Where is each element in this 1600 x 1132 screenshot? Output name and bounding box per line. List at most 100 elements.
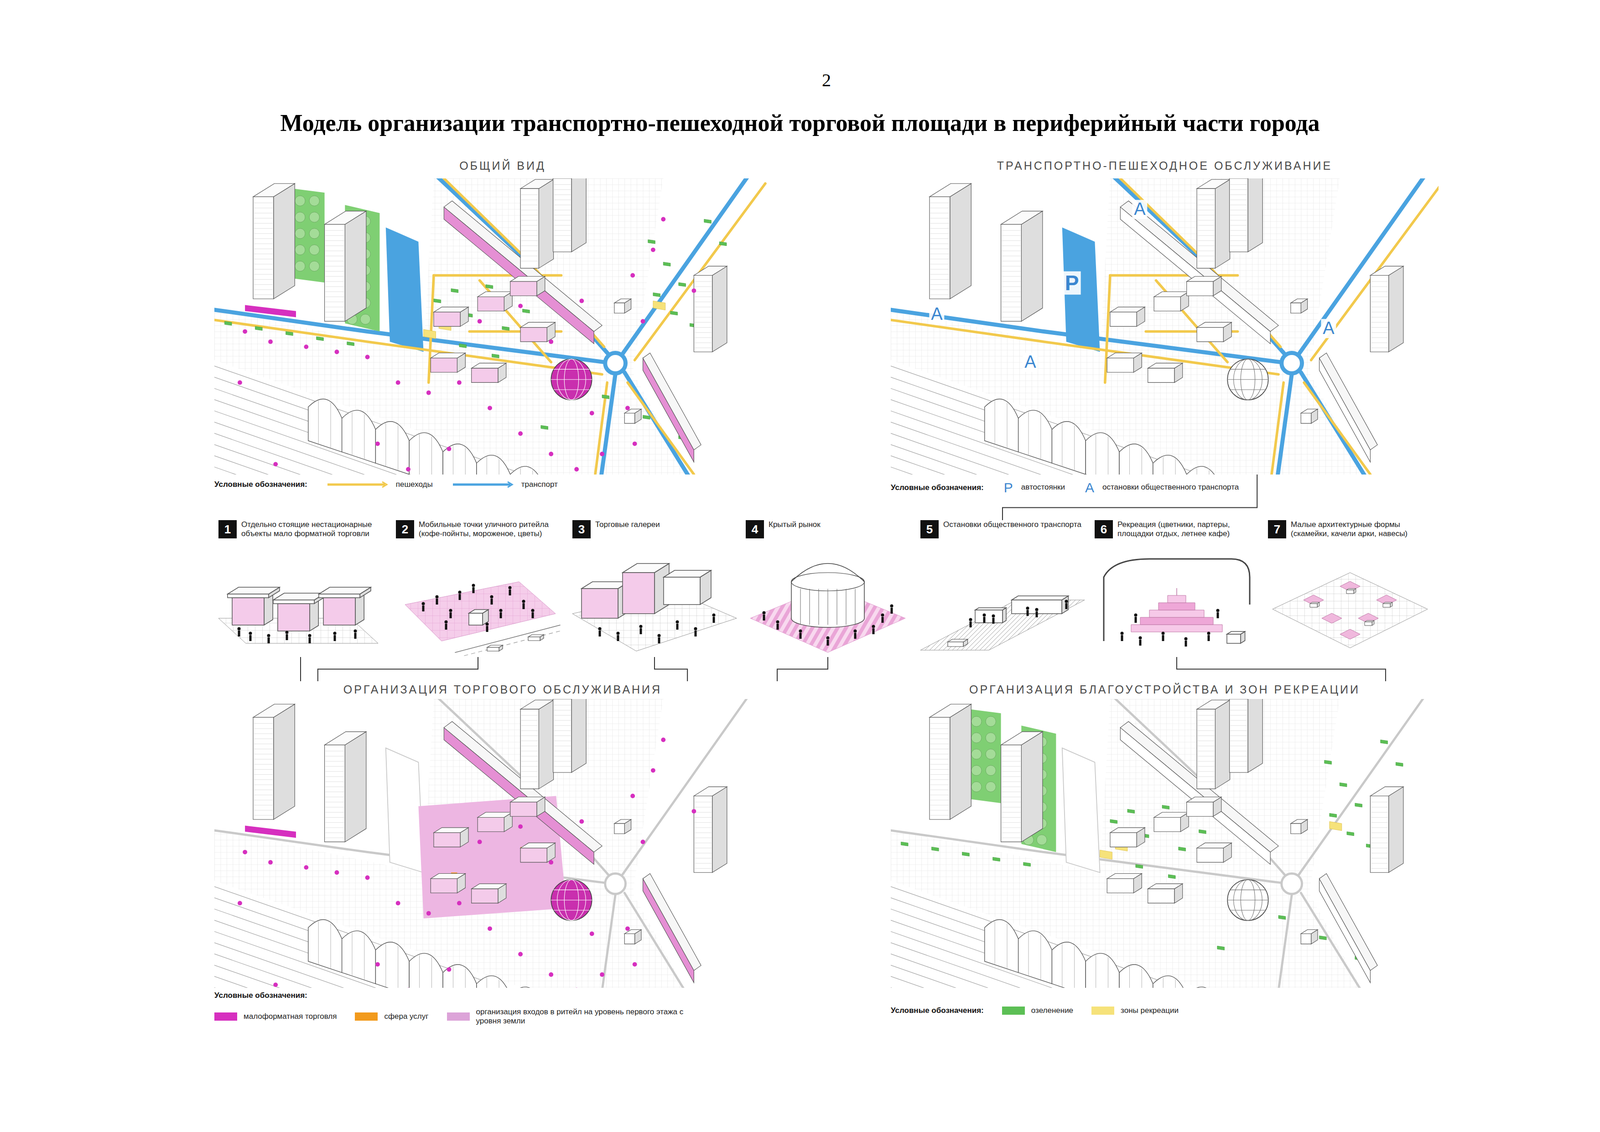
window-row xyxy=(325,286,344,287)
window-row xyxy=(554,224,571,226)
kiosk-dot xyxy=(334,349,340,354)
window-row xyxy=(1230,189,1247,190)
pavilion xyxy=(471,368,499,383)
leader-line xyxy=(300,656,302,681)
window-row xyxy=(325,755,344,757)
element-tile: 1Отдельно стоящие нестационарные объекты… xyxy=(218,519,383,657)
person xyxy=(983,616,986,623)
kiosk xyxy=(1226,633,1241,644)
rail-track xyxy=(890,884,1294,988)
window-row xyxy=(695,332,712,333)
pavilion xyxy=(1148,363,1183,369)
person xyxy=(531,608,535,613)
parking xyxy=(1062,747,1101,873)
rail-track xyxy=(890,940,1294,988)
pavilion xyxy=(520,322,556,328)
window-row xyxy=(1197,240,1215,241)
window-row xyxy=(254,279,273,280)
person xyxy=(694,627,698,631)
stepped-seating xyxy=(1158,602,1195,610)
window-row xyxy=(254,789,273,790)
window-row xyxy=(254,212,273,214)
window-row xyxy=(930,774,949,775)
window-row xyxy=(254,269,273,270)
person xyxy=(992,614,996,618)
market-rib xyxy=(846,588,847,625)
window-row xyxy=(1371,322,1388,323)
window-row xyxy=(930,284,949,285)
window-row xyxy=(1002,255,1021,257)
station-roof xyxy=(375,421,410,475)
window-row xyxy=(1002,286,1021,287)
person xyxy=(509,589,512,596)
window-row xyxy=(930,743,949,744)
window-row xyxy=(325,832,344,833)
pavilion xyxy=(232,597,265,625)
window-row xyxy=(1002,781,1021,782)
window-row xyxy=(695,296,712,297)
kiosk-dot xyxy=(574,987,579,988)
kiosk-dot xyxy=(632,441,638,447)
person xyxy=(499,612,503,619)
footpath xyxy=(890,319,1279,375)
tree xyxy=(309,228,320,239)
legend-text: остановки общественного транспорта xyxy=(1102,482,1239,492)
window-row xyxy=(695,862,712,864)
panel-heading: ОРГАНИЗАЦИЯ БЛАГОУСТРОЙСТВА И ЗОН РЕКРЕА… xyxy=(961,680,1368,698)
person xyxy=(826,636,830,640)
station-roof xyxy=(342,930,376,984)
legend-symbol: A xyxy=(1083,479,1097,495)
station-rib xyxy=(363,934,365,980)
window-row xyxy=(1371,867,1388,869)
window-row xyxy=(1371,816,1388,818)
window-row xyxy=(695,286,712,287)
pavilion xyxy=(1110,832,1137,847)
pavilion xyxy=(510,276,546,282)
gallery xyxy=(663,570,712,577)
station-rib xyxy=(397,425,399,470)
window-row xyxy=(325,806,344,808)
window-row xyxy=(1002,316,1021,318)
window-row xyxy=(1002,791,1021,792)
block xyxy=(1309,698,1439,988)
building xyxy=(538,179,554,269)
window-row xyxy=(325,260,344,262)
long-building xyxy=(643,353,702,451)
building xyxy=(1215,699,1230,789)
station-roof xyxy=(1051,941,1086,988)
person xyxy=(676,623,679,630)
long-building xyxy=(643,873,702,971)
window-row xyxy=(554,730,571,731)
legend-swatch xyxy=(214,1012,238,1021)
person xyxy=(421,602,426,606)
person xyxy=(799,629,803,633)
window-row xyxy=(254,284,273,285)
window-row xyxy=(325,311,344,313)
market-rib xyxy=(1230,389,1266,390)
building xyxy=(1247,178,1263,252)
station-rib xyxy=(465,968,466,988)
station-roof xyxy=(1186,986,1221,988)
long-building xyxy=(643,878,695,983)
window-row xyxy=(254,815,273,816)
transit-stop-symbol: A xyxy=(929,304,945,324)
window-row xyxy=(930,804,949,806)
window-row xyxy=(254,774,273,775)
station-roof xyxy=(442,443,477,475)
window-row xyxy=(554,719,571,721)
window-row xyxy=(521,730,538,731)
planting xyxy=(1339,782,1347,787)
window-row xyxy=(930,233,949,234)
kiosk-dot xyxy=(548,971,554,977)
station-rib xyxy=(520,467,521,475)
person xyxy=(712,616,716,623)
element-caption: Малые архитектурные формы (скамейки, кач… xyxy=(1290,519,1433,539)
person xyxy=(1026,606,1030,610)
market-ring xyxy=(791,572,865,591)
pavilion xyxy=(1148,883,1183,889)
window-row xyxy=(1230,750,1247,752)
bench xyxy=(1382,603,1391,608)
pavilion xyxy=(1196,847,1224,863)
window-row xyxy=(1002,832,1021,833)
window-row xyxy=(1002,837,1021,838)
